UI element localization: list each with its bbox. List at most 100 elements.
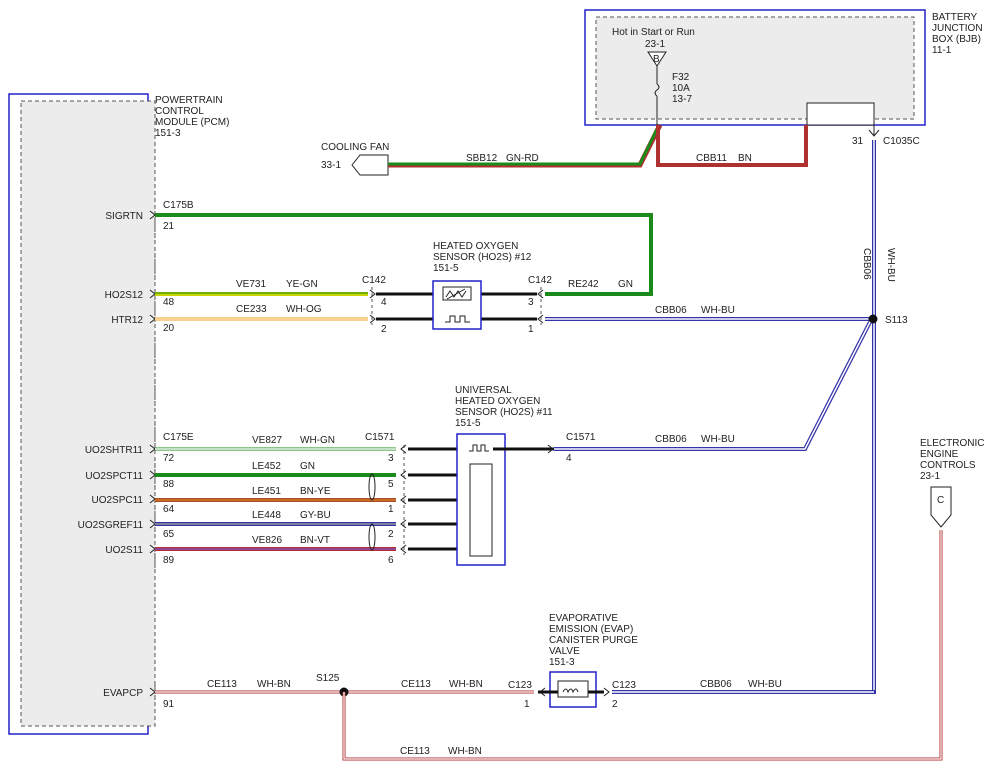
fuse-label-2: 10A [672,83,690,94]
uho2s-heater-icon [469,444,489,452]
wire-cbb11: CBB11 BN [656,125,808,167]
sbb12-circuit: SBB12 [466,153,498,164]
wire-sbb12: SBB12 GN-RD [388,123,663,168]
cbb11-circuit: CBB11 [696,153,727,164]
ve826-circuit: VE826 [252,535,282,546]
wire-cbb11-line [656,125,808,167]
twisted-pair-1-icon [368,473,376,501]
pinno-64: 64 [163,504,175,515]
ho2s12-heater-icon [445,315,470,323]
eec-title-2: ENGINE [920,449,959,460]
eec: ELECTRONIC ENGINE CONTROLS 23-1 C [920,438,984,528]
bjb-title-3: BOX (BJB) [932,34,981,45]
bus-triangle-icon [647,51,667,67]
cbb06-vert-circuit: CBB06 [861,248,872,280]
le452-color: GN [300,461,315,472]
cbb06-htr-color: WH-BU [701,305,735,316]
eec-letter: C [937,495,944,506]
c123-pin-1: 1 [524,699,530,710]
bjb-hot-label: Hot in Start or Run [612,27,695,38]
cbb11-color: BN [738,153,752,164]
evap-coil-icon [562,688,579,694]
ho2s12-title-3: 151-5 [433,263,459,274]
evap-title-2: EMISSION (EVAP) [549,624,633,635]
pin-uo2sgref11: UO2SGREF11 [78,520,144,531]
pin-uo2spct11: UO2SPCT11 [85,471,143,482]
c1571-left-label: C1571 [365,432,395,443]
c142-pin-1: 1 [528,324,534,335]
ce113-eec-stripe [343,530,942,760]
bjb-outline [584,9,926,126]
pinno-91: 91 [163,699,175,710]
ce113-circuit-1: CE113 [207,679,237,690]
bjb-connector: C1035C [883,136,920,147]
pinno-72: 72 [163,453,175,464]
cooling-fan-title: COOLING FAN [321,142,389,153]
c123-pin-2: 2 [612,699,618,710]
evap-solenoid-icon [557,680,589,698]
uho2s-element-icon [469,463,493,557]
pinno-21: 21 [163,221,175,232]
le452-circuit: LE452 [252,461,281,472]
conn-c175b: C175B [163,200,194,211]
cooling-fan-ref: 33-1 [321,160,341,171]
c142-pin-2: 2 [381,324,387,335]
cbb06-uho2s-stripe [554,321,871,450]
c142-left-label: C142 [362,275,386,286]
uho2s-pcm-wires: VE827 WH-GN LE452 GN LE451 BN-YE LE448 G… [155,435,396,551]
c1571-pin-2: 2 [388,529,394,540]
c142-left-chevron-icon [369,289,376,324]
le451-color: BN-YE [300,486,331,497]
splice-s125-label: S125 [316,673,340,684]
uho2s-title-3: SENSOR (HO2S) #11 [455,407,553,418]
c142-left: C142 4 2 [362,275,433,335]
re242-color: GN [618,279,633,290]
bjb-title-2: JUNCTION [932,23,983,34]
c1571-pin-5: 5 [388,479,394,490]
splice-s113-dot [868,314,878,324]
eec-title-1: ELECTRONIC [920,438,984,449]
wire-ce113: CE113 WH-BN CE113 WH-BN S125 CE113 WH-BN [155,530,943,761]
c123-left-label: C123 [508,680,532,691]
pin-sigrtn: SIGRTN [105,211,143,222]
pinno-89: 89 [163,555,175,566]
wire-cbb06-vertical: CBB06 WH-BU [861,140,896,692]
pin-ho2s12: HO2S12 [105,290,144,301]
ce113-color-2: WH-BN [449,679,483,690]
evap-title-3: CANISTER PURGE [549,635,638,646]
wire-sigrtn: RE242 GN [155,213,653,296]
pcm-title-3: MODULE (PCM) [155,117,229,128]
eec-connector-icon [930,486,952,528]
ve826-color: BN-VT [300,535,330,546]
eec-title-4: 23-1 [920,471,940,482]
re242-circuit: RE242 [568,279,599,290]
cbb06-vert-color: WH-BU [885,248,896,282]
ve731-circuit: VE731 [236,279,266,290]
cbb06-uho2s-color: WH-BU [701,434,735,445]
pcm-title-2: CONTROL [155,106,204,117]
cooling-fan-connector-icon [351,154,389,176]
c142-right: C142 3 1 [481,275,552,335]
c1571-left: C1571 3 5 1 2 6 [365,432,457,566]
bjb-title-1: BATTERY [932,12,978,23]
ce233-circuit: CE233 [236,304,267,315]
c1571-pin-4: 4 [566,453,572,464]
c1571-pin-3: 3 [388,453,394,464]
bjb-module: BATTERY JUNCTION BOX (BJB) 11-1 Hot in S… [584,9,983,147]
wire-cbb06-evap: CBB06 WH-BU [612,679,876,694]
eec-title-3: CONTROLS [920,460,976,471]
c142-right-label: C142 [528,275,552,286]
ce113-circuit-3: CE113 [400,746,430,757]
c142-pin-3: 3 [528,297,534,308]
bjb-bus-letter: B [653,54,660,65]
bjb-title-4: 11-1 [932,45,952,56]
pcm-module: POWERTRAIN CONTROL MODULE (PCM) 151-3 SI… [8,93,229,735]
ho2s12-title-1: HEATED OXYGEN [433,241,518,252]
bjb-inner [595,16,915,120]
connector-c1035c-icon [868,129,880,137]
ve731-color: YE-GN [286,279,318,290]
ce113-color-1: WH-BN [257,679,291,690]
pinno-65: 65 [163,529,175,540]
c123-right-label: C123 [612,680,636,691]
bjb-relay-box [806,102,875,126]
